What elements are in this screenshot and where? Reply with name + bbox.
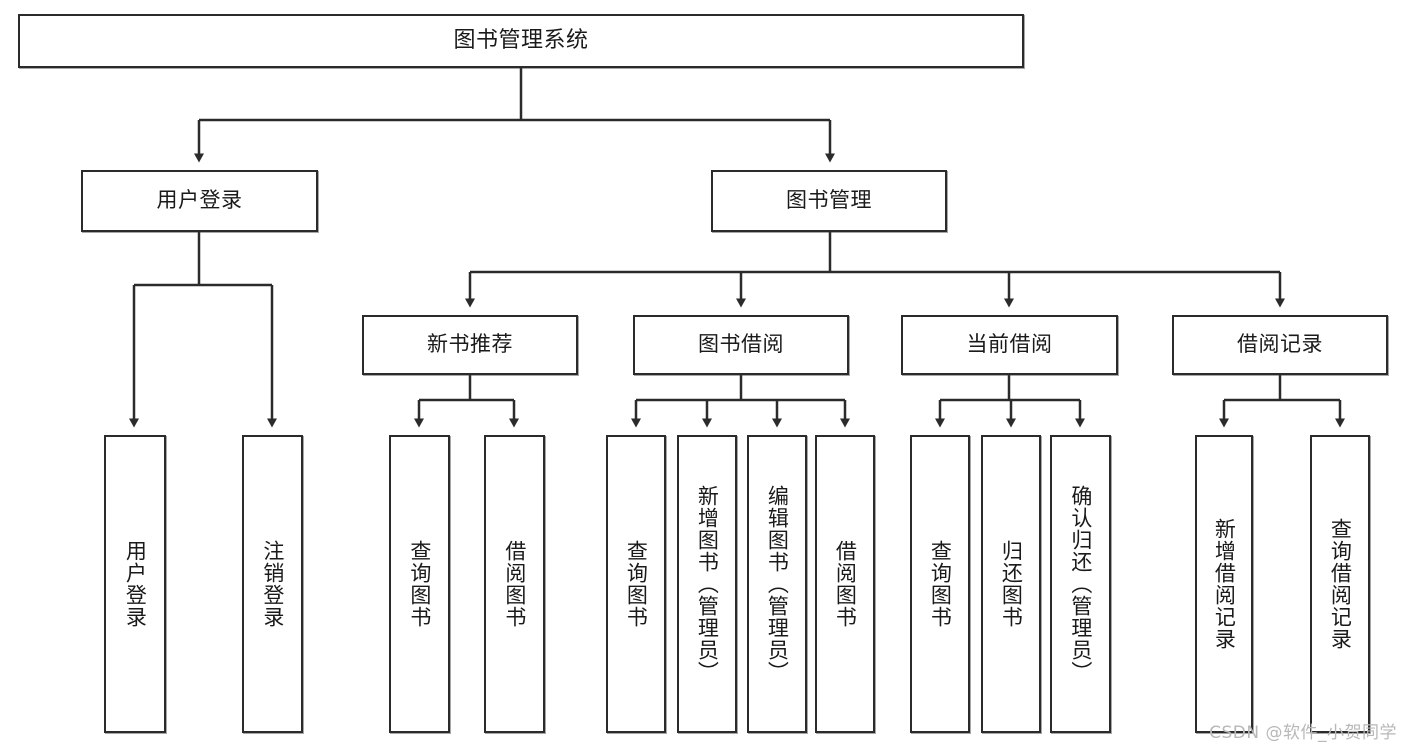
- node-borrow-record-label: 借阅记录: [1237, 332, 1323, 357]
- leaf-newbook-borrow-book[interactable]: 借阅图书: [484, 435, 545, 733]
- leaf-record-query-record-label: 查询借阅记录: [1328, 518, 1353, 650]
- node-book-management-label: 图书管理: [786, 188, 872, 213]
- leaf-user-logout-label: 注销登录: [260, 540, 285, 628]
- leaf-newbook-query-book-label: 查询图书: [407, 540, 432, 628]
- leaf-borrow-query-book-label: 查询图书: [624, 540, 649, 628]
- node-new-book-recommend-label: 新书推荐: [427, 332, 513, 357]
- node-new-book-recommend[interactable]: 新书推荐: [362, 315, 578, 375]
- leaf-current-query-book-label: 查询图书: [928, 540, 953, 628]
- leaf-current-confirm-return-admin-label: 确认归还（管理员）: [1068, 485, 1093, 683]
- leaf-record-add-record-label: 新增借阅记录: [1212, 518, 1237, 650]
- leaf-user-login[interactable]: 用户登录: [104, 435, 166, 733]
- leaf-borrow-query-book[interactable]: 查询图书: [606, 435, 666, 733]
- node-book-management[interactable]: 图书管理: [711, 170, 947, 232]
- node-book-borrow[interactable]: 图书借阅: [633, 315, 849, 375]
- csdn-watermark: CSDN @软件_小贺同学: [1209, 723, 1397, 743]
- leaf-current-query-book[interactable]: 查询图书: [910, 435, 970, 733]
- leaf-current-return-book-label: 归还图书: [999, 540, 1024, 628]
- leaf-current-confirm-return-admin[interactable]: 确认归还（管理员）: [1050, 435, 1111, 733]
- leaf-borrow-add-book-admin[interactable]: 新增图书（管理员）: [677, 435, 737, 733]
- node-root-label: 图书管理系统: [453, 27, 589, 53]
- node-root[interactable]: 图书管理系统: [18, 14, 1024, 68]
- node-current-borrow[interactable]: 当前借阅: [901, 315, 1118, 375]
- leaf-newbook-query-book[interactable]: 查询图书: [389, 435, 450, 733]
- leaf-record-query-record[interactable]: 查询借阅记录: [1310, 435, 1370, 733]
- leaf-current-return-book[interactable]: 归还图书: [981, 435, 1041, 733]
- leaf-borrow-add-book-admin-label: 新增图书（管理员）: [695, 485, 720, 683]
- node-book-borrow-label: 图书借阅: [698, 332, 784, 357]
- node-current-borrow-label: 当前借阅: [966, 332, 1053, 357]
- leaf-borrow-edit-book-admin[interactable]: 编辑图书（管理员）: [747, 435, 807, 733]
- leaf-user-logout[interactable]: 注销登录: [242, 435, 303, 733]
- node-user-login-label: 用户登录: [156, 188, 243, 213]
- node-borrow-record[interactable]: 借阅记录: [1172, 315, 1388, 375]
- leaf-user-login-label: 用户登录: [123, 540, 148, 628]
- leaf-record-add-record[interactable]: 新增借阅记录: [1195, 435, 1253, 733]
- leaf-borrow-lend-book[interactable]: 借阅图书: [815, 435, 875, 733]
- leaf-borrow-edit-book-admin-label: 编辑图书（管理员）: [765, 485, 790, 683]
- leaf-borrow-lend-book-label: 借阅图书: [833, 540, 858, 628]
- leaf-newbook-borrow-book-label: 借阅图书: [502, 540, 527, 628]
- node-user-login[interactable]: 用户登录: [81, 170, 318, 232]
